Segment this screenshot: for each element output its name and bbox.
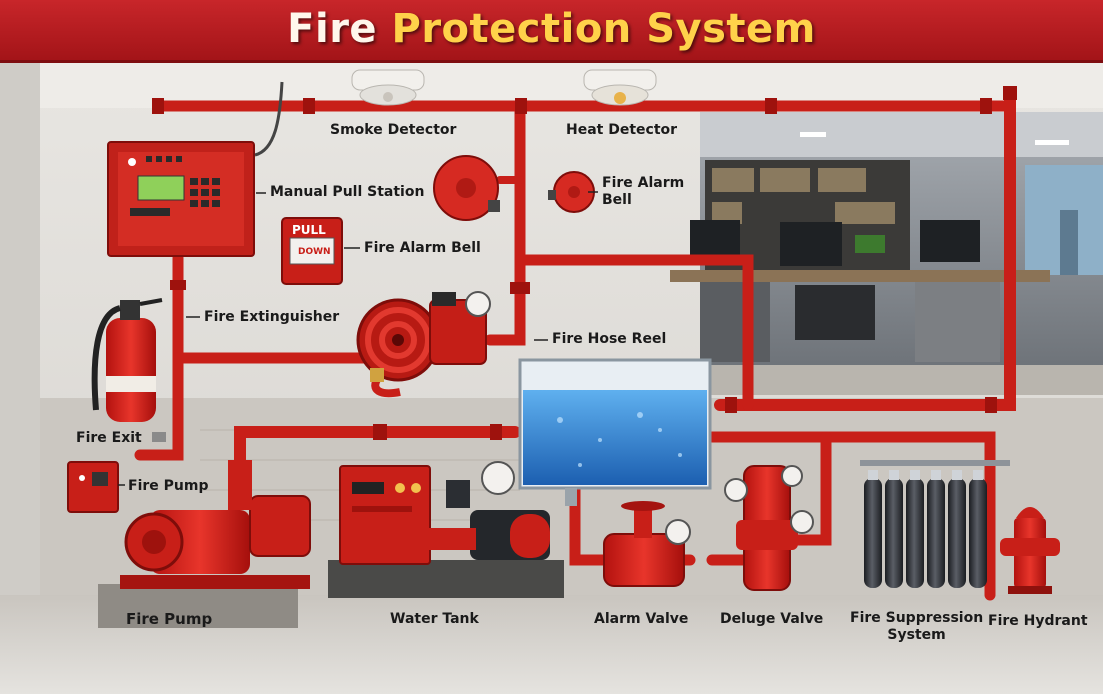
label-fire-hydrant: Fire Hydrant	[988, 613, 1088, 629]
label-fire-alarm-bell-upper: Fire Alarm Bell	[602, 175, 685, 208]
label-fire-pump-panel: Fire Pump	[128, 478, 209, 494]
heat-detector-icon	[583, 69, 657, 106]
fire-alarm-control-panel-icon	[107, 81, 284, 257]
deluge-valve-icon	[724, 465, 814, 591]
fire-suppression-cylinders-icon	[860, 460, 1010, 588]
pump-controller-icon	[328, 461, 564, 598]
fire-hydrant-icon	[1000, 507, 1060, 594]
label-fire-pump: Fire Pump	[126, 610, 213, 628]
title-part-2: Protection System	[391, 6, 816, 52]
label-fire-extinguisher: Fire Extinguisher	[204, 309, 340, 325]
title-part-1: Fire	[287, 6, 392, 52]
fire-pump-icon	[98, 460, 311, 628]
pull-text: PULL	[292, 223, 326, 237]
label-smoke-detector: Smoke Detector	[330, 122, 457, 138]
label-heat-detector: Heat Detector	[566, 122, 678, 138]
label-alarm-valve: Alarm Valve	[594, 611, 689, 627]
left-wall	[0, 63, 40, 623]
label-fire-alarm-bell-lower: Fire Alarm Bell	[364, 240, 481, 256]
label-fire-hose-reel: Fire Hose Reel	[552, 331, 667, 347]
label-fire-suppression-system: Fire Suppression System	[850, 610, 984, 643]
fire-alarm-bell-large-icon	[433, 155, 500, 221]
alarm-valve-icon	[603, 501, 691, 587]
label-deluge-valve: Deluge Valve	[720, 611, 824, 627]
title-banner	[0, 0, 1103, 63]
label-manual-pull-station: Manual Pull Station	[270, 184, 425, 200]
fire-exit-switch-icon	[152, 432, 166, 442]
pull-down-text: DOWN	[298, 247, 331, 257]
smoke-detector-icon	[351, 69, 425, 106]
water-tank-icon	[518, 358, 712, 506]
fire-hose-reel-icon	[356, 291, 491, 398]
manual-pull-station-icon	[281, 217, 343, 285]
office-area	[670, 112, 1103, 395]
fire-pump-controller-small-icon	[67, 461, 119, 513]
page-title: Fire Protection System	[0, 6, 1103, 52]
label-water-tank: Water Tank	[390, 611, 479, 627]
label-fire-exit: Fire Exit	[76, 430, 142, 446]
fire-extinguisher-icon	[91, 298, 163, 422]
pipe-network	[134, 86, 1016, 601]
